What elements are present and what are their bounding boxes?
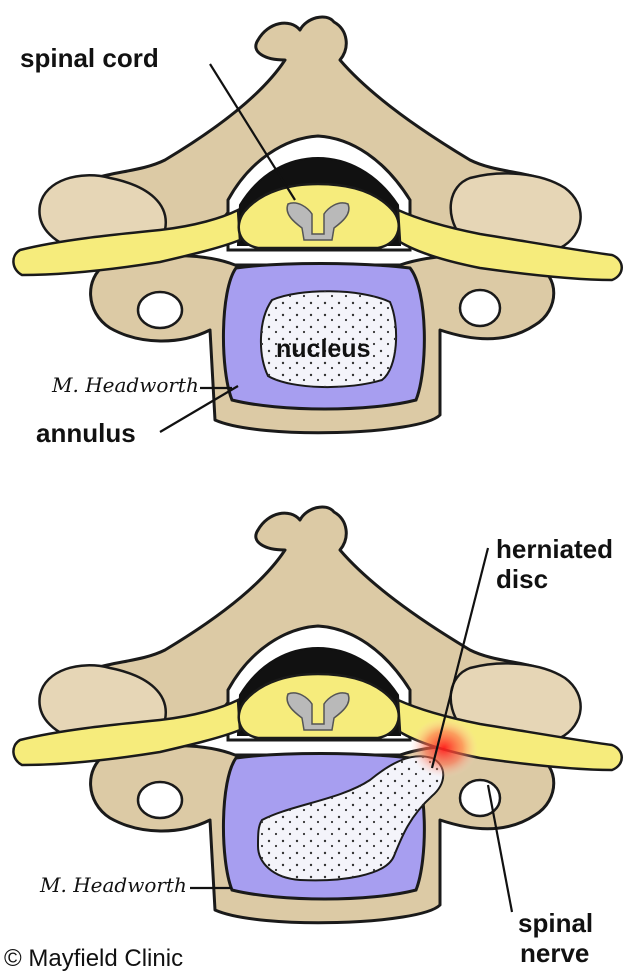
herniated-label-line2: disc <box>496 564 548 594</box>
herniated-label-line1: herniated <box>496 534 613 564</box>
bottom-right-foramen <box>460 780 500 816</box>
copyright-text: © Mayfield Clinic <box>4 945 183 972</box>
nucleus-label: nucleus <box>276 335 370 363</box>
top-vertebra <box>13 17 621 433</box>
spinal-nerve-label-line1: spinal <box>518 908 593 938</box>
annulus-label: annulus <box>36 418 136 448</box>
bottom-signature: M. Headworth <box>39 873 187 897</box>
top-right-foramen <box>460 290 500 326</box>
top-signature: M. Headworth <box>51 373 199 397</box>
top-left-foramen <box>138 292 182 328</box>
herniation-glow <box>410 718 478 778</box>
spinal-nerve-label-line2: nerve <box>520 938 589 968</box>
bottom-left-foramen <box>138 782 182 818</box>
spinal-cord-label: spinal cord <box>20 43 159 73</box>
